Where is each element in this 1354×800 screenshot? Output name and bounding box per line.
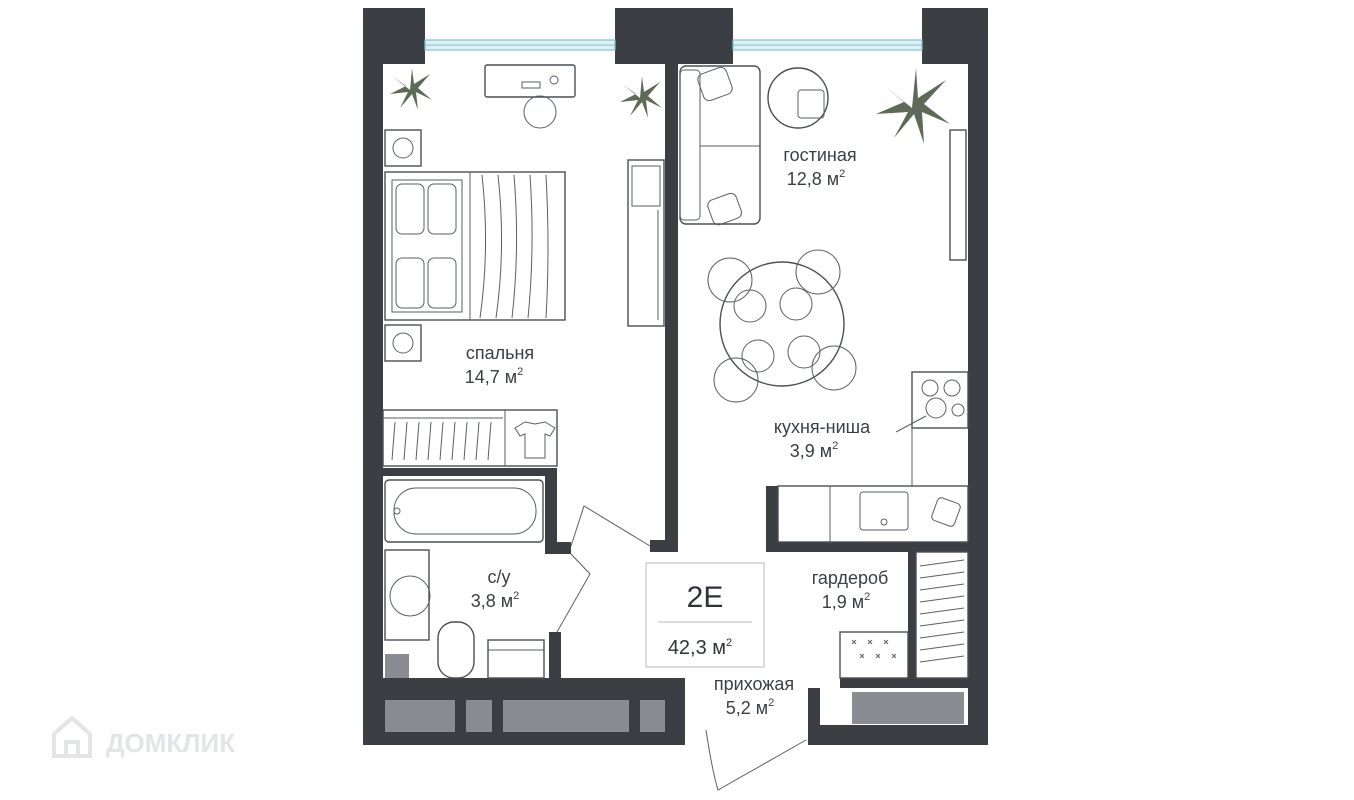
- room-area-bathroom: 3,8 м2: [471, 590, 520, 611]
- bed: [384, 171, 566, 321]
- room-labels: спальня 14,7 м2 гостиная 12,8 м2 кухня-н…: [465, 145, 889, 718]
- tv-stand: [627, 159, 665, 327]
- watermark: ДОМКЛИК: [52, 715, 235, 758]
- room-area-hallway: 5,2 м2: [726, 697, 775, 718]
- nightstand: [384, 129, 422, 167]
- toilet-icon: [437, 621, 475, 679]
- apartment-total-area: 42,3 м2: [668, 637, 732, 659]
- desk-chair: [523, 95, 557, 129]
- dining-table: [719, 261, 845, 387]
- room-name-kitchen: кухня-ниша: [774, 417, 871, 437]
- room-area-kitchen: 3,9 м2: [790, 440, 839, 461]
- living-furniture: [570, 65, 969, 791]
- room-area-wardrobe: 1,9 м2: [822, 591, 871, 612]
- hall-wardrobe: [915, 551, 969, 679]
- room-area-living: 12,8 м2: [787, 168, 846, 189]
- room-name-bathroom: с/у: [487, 567, 510, 587]
- sink-counter: [384, 549, 430, 641]
- apartment-badge: 2E 42,3 м2: [645, 562, 765, 668]
- tv: [949, 129, 967, 261]
- plant-icon: [620, 76, 662, 118]
- sink-icon: [389, 575, 431, 617]
- room-name-bedroom: спальня: [466, 343, 534, 363]
- shirt-icon: [514, 421, 556, 459]
- washing-machine: [487, 639, 545, 679]
- nightstand: [384, 324, 422, 362]
- walls: [363, 8, 988, 745]
- bedroom-wardrobe: [382, 409, 558, 467]
- coffee-table: [767, 67, 829, 129]
- kitchen-sink: [859, 491, 909, 531]
- apartment-code: 2E: [687, 581, 724, 614]
- stove: [911, 371, 969, 429]
- room-name-wardrobe: гардероб: [812, 568, 889, 588]
- sofa: [679, 65, 761, 225]
- desk: [484, 64, 576, 98]
- room-area-bedroom: 14,7 м2: [465, 366, 524, 387]
- watermark-text: ДОМКЛИК: [106, 728, 235, 758]
- bedroom-furniture: [382, 64, 665, 467]
- shoe-cabinet: [839, 631, 909, 679]
- home-logo-icon: [52, 715, 92, 758]
- bathtub: [384, 479, 544, 543]
- plant-icon: [876, 68, 950, 144]
- room-name-living: гостиная: [783, 145, 856, 165]
- kitchen-counter: [777, 485, 969, 543]
- plant-icon: [390, 68, 432, 110]
- bathroom-furniture: [384, 479, 591, 679]
- windows: [424, 39, 923, 51]
- room-name-hallway: прихожая: [714, 674, 794, 694]
